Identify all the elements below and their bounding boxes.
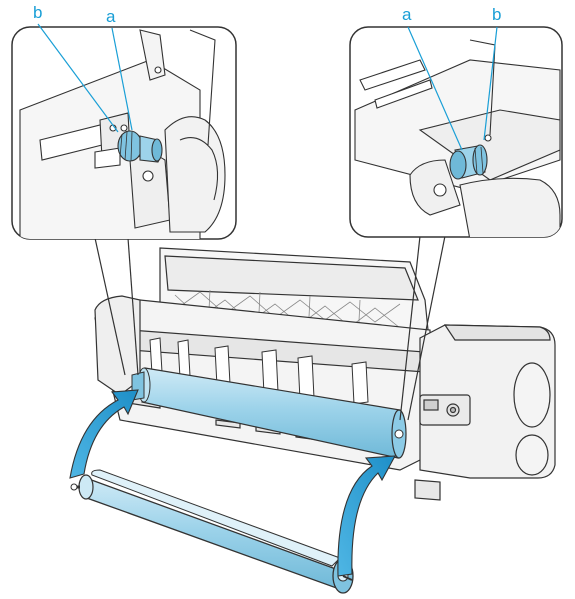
callout-left-label-b: b xyxy=(33,3,42,22)
callout-left-pointer-b xyxy=(37,23,119,133)
mounted-roll xyxy=(131,367,407,459)
roll-holder-icon xyxy=(70,469,354,594)
callout-right: a b xyxy=(349,5,563,238)
insert-arrow-icon xyxy=(69,389,396,577)
callout-right-label-a: a xyxy=(402,5,412,24)
callout-left-label-a: a xyxy=(106,7,116,26)
callout-left: b a xyxy=(11,3,237,240)
callout-leaders xyxy=(94,235,446,421)
callout-right-pointer-a xyxy=(407,26,463,151)
callout-left-pointer-a xyxy=(111,27,133,131)
callout-right-label-b: b xyxy=(492,5,501,24)
callout-right-pointer-b xyxy=(483,26,498,141)
